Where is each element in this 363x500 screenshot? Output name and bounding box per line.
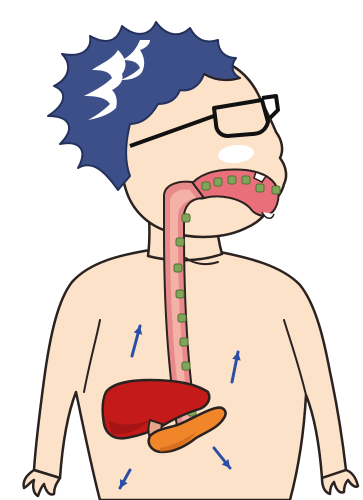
- food-bolus: [228, 176, 236, 184]
- food-bolus: [176, 290, 184, 298]
- food-bolus: [174, 264, 182, 272]
- food-bolus: [178, 314, 186, 322]
- food-bolus: [272, 186, 280, 194]
- food-bolus: [202, 182, 210, 190]
- food-bolus: [176, 238, 184, 246]
- food-bolus: [180, 338, 188, 346]
- food-bolus: [182, 214, 190, 222]
- food-bolus: [256, 184, 264, 192]
- food-bolus: [214, 178, 222, 186]
- food-bolus: [242, 176, 250, 184]
- food-bolus: [182, 362, 190, 370]
